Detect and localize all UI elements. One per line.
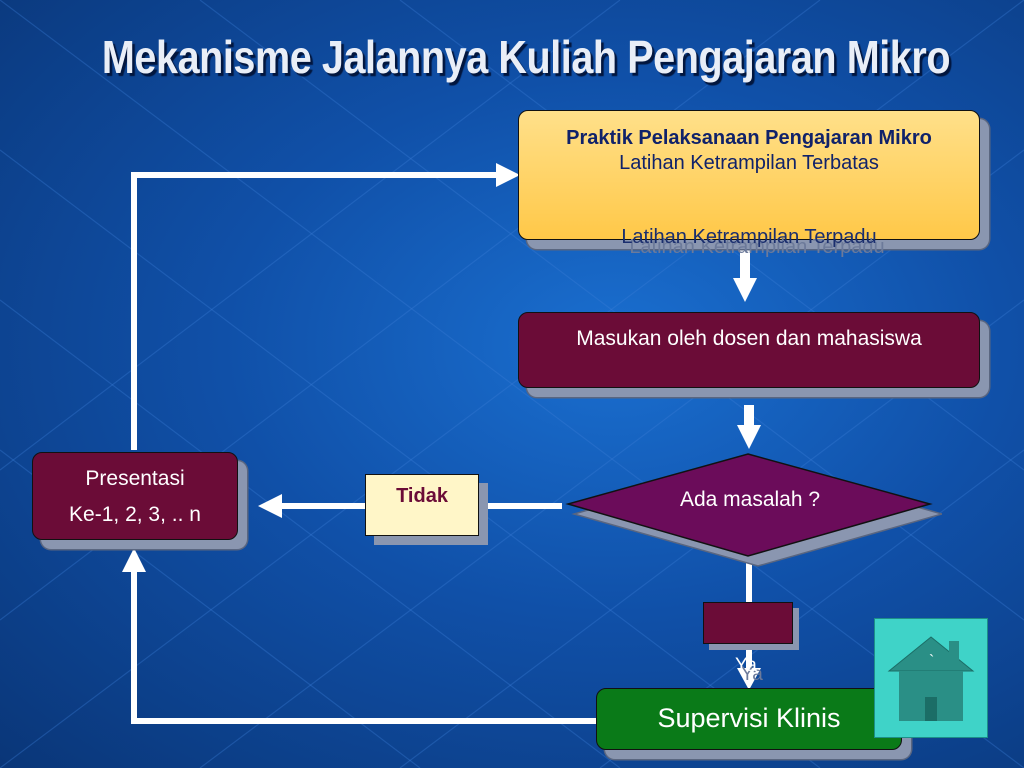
slide-title: Mekanisme Jalannya Kuliah Pengajaran Mik…	[101, 31, 951, 83]
arrow-into-practice	[496, 163, 520, 187]
return-connector	[131, 572, 596, 724]
no-label-box: Tidak	[365, 474, 479, 536]
arrow-practice-feedback-shaft	[740, 250, 750, 280]
practice-box: Praktik Pelaksanaan Pengajaran Mikro Lat…	[518, 110, 980, 240]
yes-label: Ya	[735, 655, 757, 676]
yes-label-shadow: Ya	[741, 664, 763, 685]
no-label: Tidak	[396, 485, 448, 507]
presentation-title: Presentasi	[85, 467, 185, 490]
home-mark: `	[929, 653, 935, 670]
arrow-into-supervision	[737, 668, 761, 690]
practice-integrated-skill-shadow: Latihan Ketrampilan Terpadu	[629, 236, 885, 258]
decision-label: Ada masalah ?	[679, 488, 821, 511]
home-button[interactable]: `	[874, 618, 988, 738]
loop-connector	[131, 172, 498, 450]
arrow-feedback-decision-head	[737, 425, 761, 449]
home-icon	[887, 636, 975, 721]
arrow-feedback-decision-shaft	[744, 405, 754, 427]
feedback-label: Masukan oleh dosen dan mahasiswa	[576, 327, 922, 350]
practice-heading: Praktik Pelaksanaan Pengajaran Mikro	[566, 127, 932, 149]
yes-box	[703, 602, 793, 644]
supervision-label: Supervisi Klinis	[657, 703, 841, 733]
practice-integrated-skill: Latihan Ketrampilan Terpadu	[621, 226, 877, 248]
practice-limited-skill: Latihan Ketrampilan Terbatas	[619, 152, 879, 174]
arrow-practice-feedback-head	[733, 278, 757, 302]
arrow-into-presentation-bottom	[122, 548, 146, 572]
feedback-box: Masukan oleh dosen dan mahasiswa	[518, 312, 980, 388]
decision-diamond	[565, 453, 942, 567]
presentation-box: Presentasi Ke-1, 2, 3, .. n	[32, 452, 238, 540]
arrow-into-presentation-left	[258, 494, 282, 518]
presentation-sequence: Ke-1, 2, 3, .. n	[69, 503, 201, 526]
supervision-box: Supervisi Klinis	[596, 688, 902, 750]
